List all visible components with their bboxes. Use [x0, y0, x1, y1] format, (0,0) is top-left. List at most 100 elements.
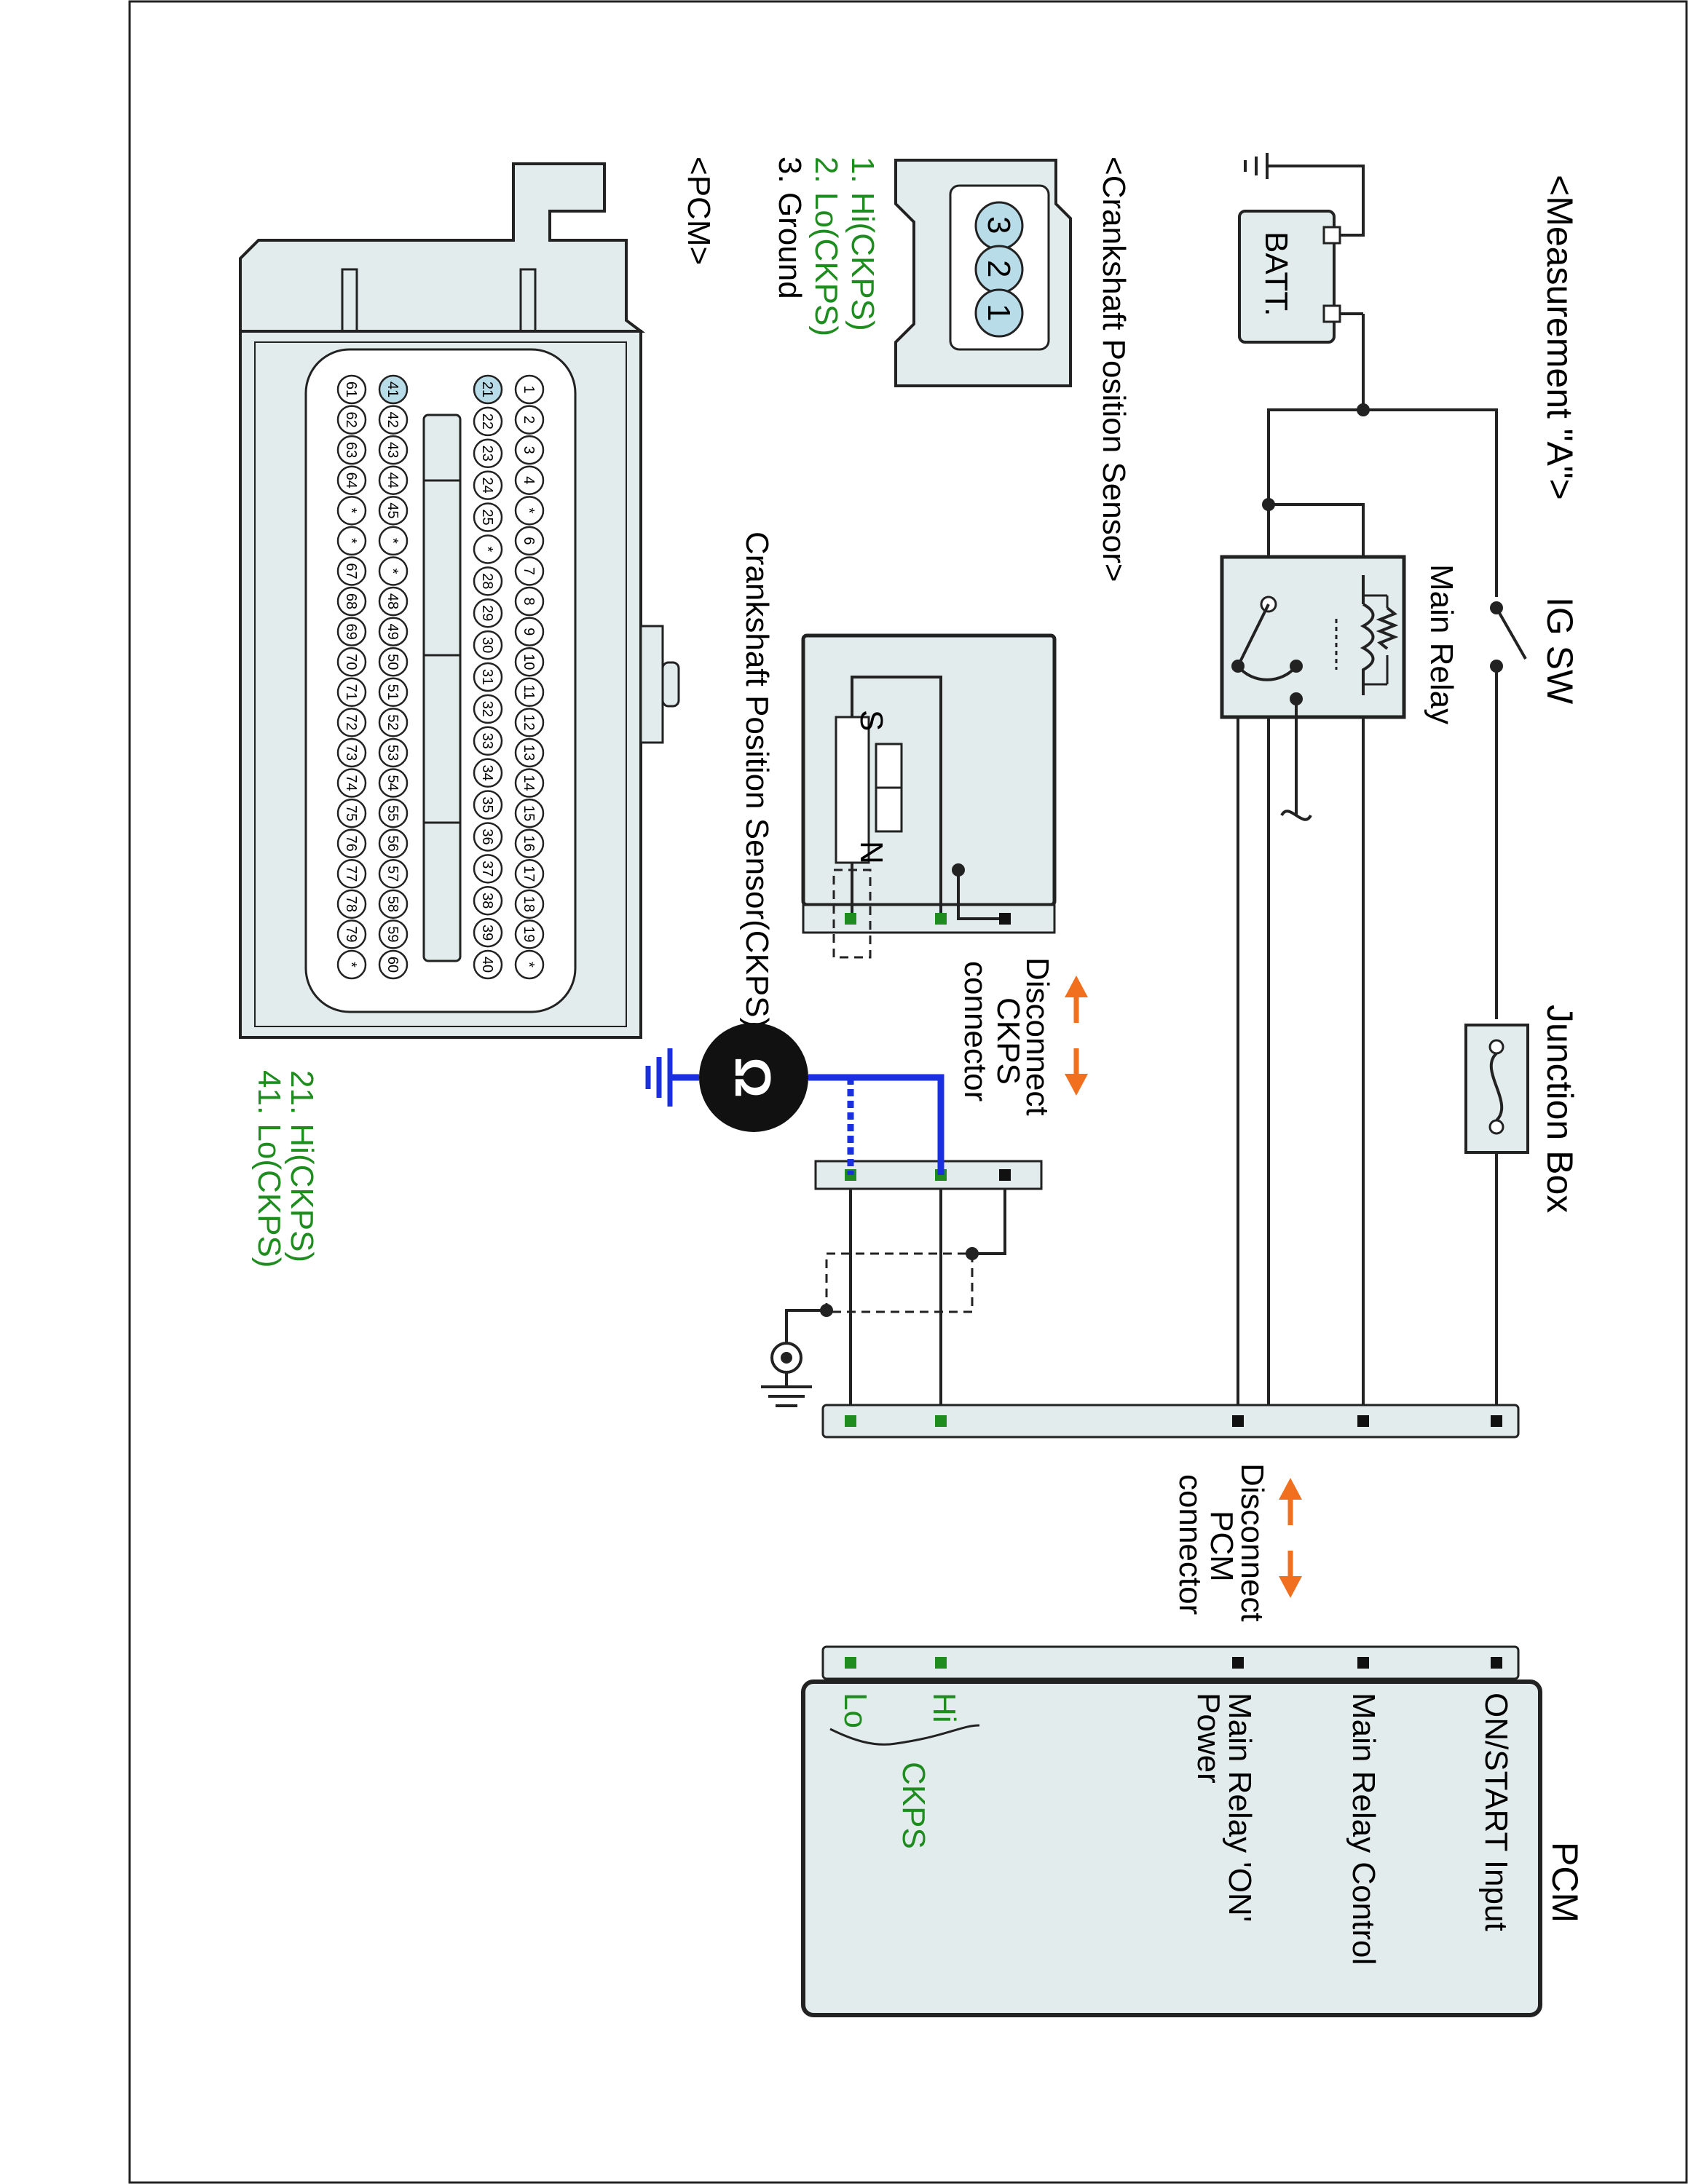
ckps-pin-3: 3. Ground: [772, 157, 808, 299]
pcm-pin-number: 60: [384, 957, 401, 973]
pcm-pin-number: 52: [384, 714, 401, 730]
disconnect-pcm-line2: PCM: [1204, 1511, 1239, 1582]
pcm-pin-number: 4: [521, 476, 537, 484]
pcm-pin-circle: [473, 438, 503, 469]
power-wiring: [1237, 314, 1498, 1427]
pcm-pin-number: 75: [343, 805, 359, 821]
pcm-pin-circle: [336, 737, 367, 768]
pcm-pin-circle: [336, 798, 367, 828]
page-frame: [128, 0, 1688, 2184]
pcm-pin-number: *: [343, 538, 359, 544]
pcm-pin-circle: [378, 646, 409, 677]
ckps-pin-1: 1. Hi(CKPS): [845, 157, 880, 331]
pcm-pin-circle: [514, 556, 545, 586]
pcm-pin-circle: [473, 406, 503, 437]
pcm-pin-circle: [473, 949, 503, 980]
sensor-s-label: S: [853, 710, 889, 731]
pcm-pin-circle: [378, 496, 409, 526]
pcm-connector-illustration: *191817161514131211109876*43214039383736…: [239, 162, 680, 1039]
pcm-pin-circle: [514, 374, 545, 405]
ckps-sensor: S N: [801, 633, 1057, 959]
battery-label: BATT.: [1258, 232, 1294, 317]
pcm-pin-number: 2: [521, 416, 537, 424]
pcm-pin-number: 29: [479, 605, 495, 621]
pcm-pin-circle: [378, 859, 409, 889]
pcm-pin-number: 58: [384, 896, 401, 912]
pcm-pin-circle: [378, 919, 409, 949]
pcm-relay-control-label: Main Relay Control: [1346, 1693, 1381, 1965]
junction-box-label: Junction Box: [1539, 1005, 1580, 1213]
pcm-pin-number: 38: [479, 893, 495, 909]
pcm-pin-number: 48: [384, 593, 401, 609]
pcm-pin-circle: [473, 566, 503, 596]
pcm-pin-number: *: [384, 538, 401, 544]
pcm-pin-circle: [473, 822, 503, 852]
pcm-pin-circle: [336, 889, 367, 919]
pcm-pin-circle: [473, 630, 503, 660]
svg-text:Ω: Ω: [725, 1057, 781, 1098]
pcm-pin-circle: [473, 534, 503, 564]
pcm-pin-number: 67: [343, 563, 359, 579]
disconnect-ckps-arrows: [1065, 976, 1088, 1096]
pcm-pin-circle: [514, 405, 545, 435]
pcm-pin-circle: [473, 374, 503, 405]
pcm-pin-number: 3: [521, 446, 537, 454]
ckps-harness-connector: [761, 1160, 1043, 1416]
ckps-pin-num-1: 3: [981, 216, 1017, 234]
pcm-pin-circle: [378, 405, 409, 435]
pcm-pin-number: 18: [521, 896, 537, 912]
pcm-pin-circle: [378, 374, 409, 405]
pcm-pin-number: 61: [343, 381, 359, 397]
pcm-pin-number: 21: [479, 381, 495, 397]
pcm-relay-power-line1: Main Relay 'ON': [1222, 1693, 1258, 1922]
pcm-pin-circle: [336, 919, 367, 949]
disconnect-pcm-arrows: [1279, 1478, 1302, 1598]
pcm-pin-number: 9: [521, 628, 537, 636]
pcm-pin-circle: [473, 758, 503, 788]
pcm-pin-number: 54: [384, 775, 401, 791]
pcm-pin-number: 42: [384, 411, 401, 427]
pcm-pin-circle: [514, 586, 545, 617]
pcm-pin-number: 64: [343, 472, 359, 488]
pcm-box: PCM ON/START Input Main Relay Control Ma…: [801, 1645, 1585, 2017]
pcm-pin-circle: [336, 586, 367, 617]
pcm-pin-number: 45: [384, 502, 401, 518]
pcm-pin-number: 76: [343, 836, 359, 852]
pcm-pin-number: 78: [343, 896, 359, 912]
pcm-pin-number: 28: [479, 573, 495, 589]
pcm-pin-circle: [514, 949, 545, 980]
ckps-connector-title: <Crankshaft Position Sensor>: [1096, 157, 1132, 582]
pcm-pin-number: 49: [384, 624, 401, 640]
pcm-pin-circle: [378, 435, 409, 465]
ckps-pin-num-2: 2: [981, 260, 1017, 277]
pcm-pin-number: 37: [479, 860, 495, 877]
pcm-pin-number: 74: [343, 775, 359, 791]
ckps-connector-illustration: 3 2 1: [894, 159, 1072, 387]
pcm-pin-circle: [336, 556, 367, 586]
pcm-pin-number: 34: [479, 765, 495, 781]
pcm-pin-number: *: [479, 547, 495, 553]
pcm-pin-circle: [473, 470, 503, 500]
disconnect-pcm-line1: Disconnect: [1234, 1463, 1270, 1622]
pcm-connector-title: <PCM>: [681, 157, 717, 265]
pcm-pin-21: 21. Hi(CKPS): [284, 1070, 320, 1262]
pcm-pin-circle: [378, 828, 409, 858]
ckps-sensor-title: Crankshaft Position Sensor(CKPS): [739, 531, 775, 1028]
pcm-harness-connector: [821, 1404, 1520, 1439]
main-relay-label: Main Relay: [1424, 564, 1459, 724]
pcm-pin-number: 70: [343, 654, 359, 670]
pcm-pin-circle: [514, 617, 545, 646]
pcm-pin-number: 35: [479, 796, 495, 812]
pcm-pin-number: 59: [384, 926, 401, 942]
pcm-pin-circle: [336, 526, 367, 556]
pcm-pin-circle: [378, 768, 409, 798]
pcm-pin-number: 15: [521, 805, 537, 821]
pcm-pin-number: 69: [343, 624, 359, 640]
pcm-pin-number: 25: [479, 509, 495, 525]
pcm-pin-circle: [378, 465, 409, 495]
pcm-pin-circle: [514, 526, 545, 556]
pcm-pin-number: 6: [521, 537, 537, 545]
pcm-pin-number: *: [521, 507, 537, 513]
pcm-pin-circle: [514, 677, 545, 708]
pcm-pin-circle: [378, 617, 409, 646]
